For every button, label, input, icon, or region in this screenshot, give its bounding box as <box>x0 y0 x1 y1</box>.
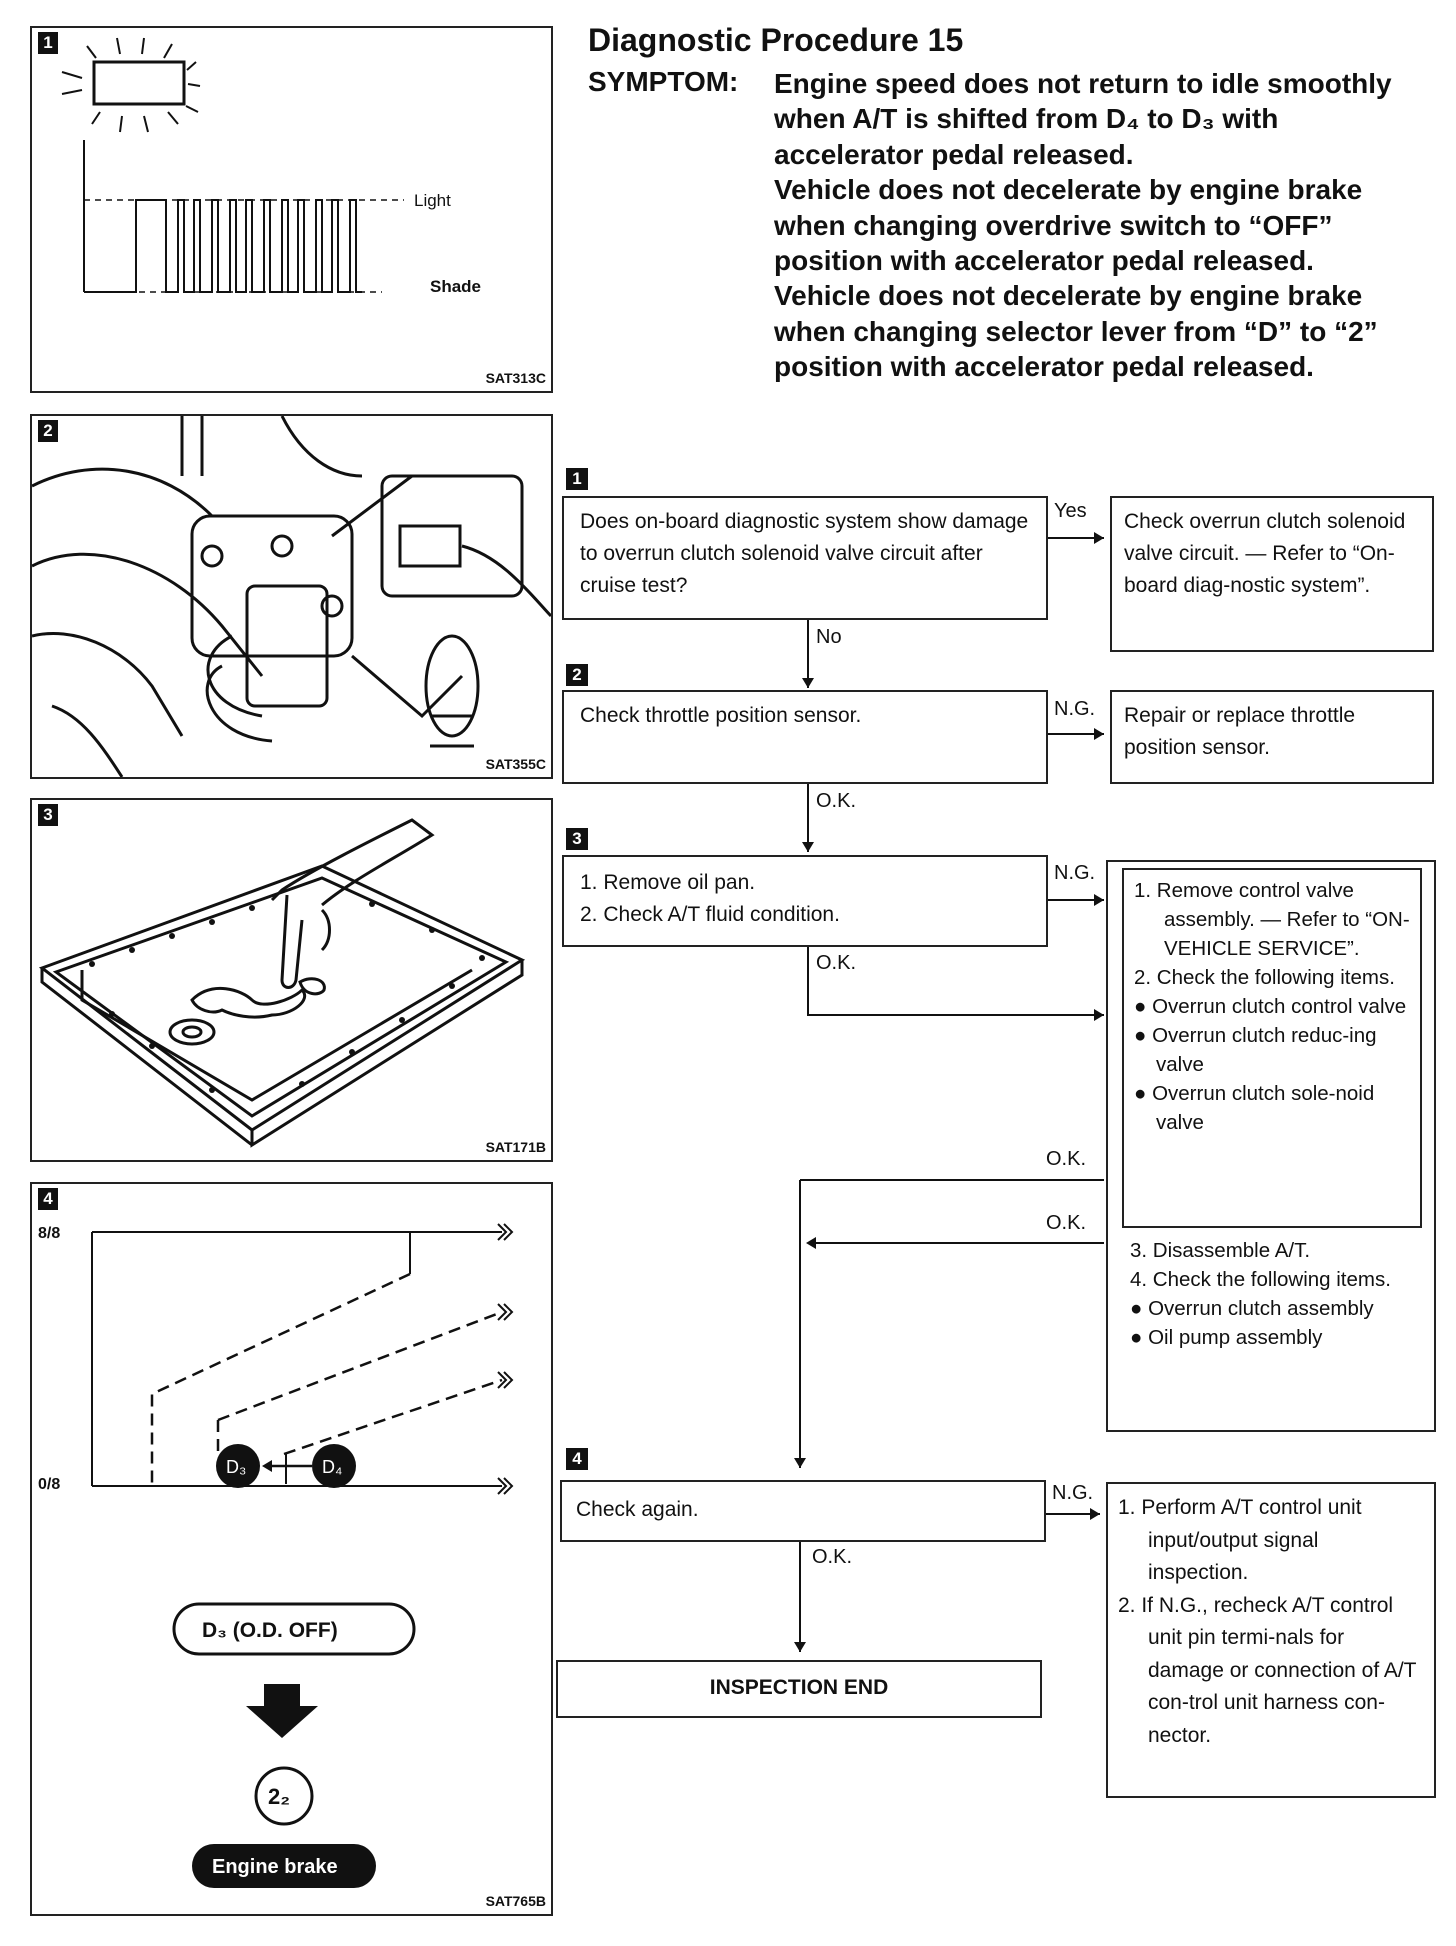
step-3-badge: 3 <box>566 828 588 850</box>
symptom-list: Engine speed does not return to idle smo… <box>774 66 1414 385</box>
figure-3-code: SAT171B <box>485 1139 546 1155</box>
step-3-inner-item-2: 2. Check the following items. <box>1134 966 1395 989</box>
figure-2-code: SAT355C <box>485 756 546 772</box>
symptom-3: Vehicle does not decelerate by engine br… <box>774 280 1378 383</box>
d3-od-off-label: D₃ (O.D. OFF) <box>202 1619 338 1642</box>
step-3-question-line-1: 1. Remove oil pan. <box>580 871 756 894</box>
figure-4-code: SAT765B <box>485 1893 546 1909</box>
step-3-outer-ok-label: O.K. <box>1046 1212 1087 1234</box>
figure-3-number: 3 <box>38 804 58 826</box>
step-3-inner-item-5: ● Overrun clutch sole-noid valve <box>1134 1082 1375 1134</box>
step-4-question-box: Check again. <box>560 1480 1046 1542</box>
shade-label: Shade <box>430 277 481 296</box>
throttle-sensor-illustration <box>32 416 551 777</box>
figure-1-number: 1 <box>38 32 58 54</box>
step-3-question-line-2: 2. Check A/T fluid condition. <box>580 903 840 926</box>
step-3-ok-label: O.K. <box>816 952 857 974</box>
engine-brake-label: Engine brake <box>212 1856 338 1878</box>
symptom-1: Engine speed does not return to idle smo… <box>774 68 1392 170</box>
figure-4-number: 4 <box>38 1188 58 1210</box>
figure-4-panel: 4 8/8 0/8 D₃ D₄ D₃ (O.D. OFF <box>30 1182 553 1916</box>
step-3-outer-box <box>1106 860 1436 1432</box>
two-label: 2₂ <box>268 1784 290 1809</box>
d3-label: D₃ <box>226 1457 246 1477</box>
inspection-end-label: INSPECTION END <box>709 1676 889 1699</box>
step-4-ok-label: O.K. <box>812 1546 853 1568</box>
figure-3-panel: 3 SAT171B <box>30 798 553 1162</box>
step-3-question-box: 1. Remove oil pan. 2. Check A/T fluid co… <box>562 855 1048 947</box>
step-3-outer-items: 3. Disassemble A/T. 4. Check the followi… <box>1130 1236 1426 1352</box>
step-2-badge: 2 <box>566 664 588 686</box>
step-3-outer-item-2: 4. Check the following items. <box>1130 1268 1391 1291</box>
step-1-yes-label: Yes <box>1054 500 1087 522</box>
light-label: Light <box>414 191 451 210</box>
throttle-bottom-label: 0/8 <box>38 1476 60 1493</box>
page-title: Diagnostic Procedure 15 <box>588 22 964 58</box>
step-3-inner-item-3: ● Overrun clutch control valve <box>1134 995 1407 1018</box>
step-3-inner-ok-label: O.K. <box>1046 1148 1087 1170</box>
step-3-ng-label: N.G. <box>1054 862 1096 884</box>
step-4-action-item-2: 2. If N.G., recheck A/T control unit pin… <box>1118 1593 1417 1747</box>
step-1-question: Does on-board diagnostic system show dam… <box>580 510 1029 597</box>
step-3-inner-box: 1. Remove control valve assembly. — Refe… <box>1122 868 1422 1228</box>
figure-1-panel: 1 Light Shade SAT313C <box>30 26 553 393</box>
d4-label: D₄ <box>322 1457 342 1477</box>
step-2-question-box: Check throttle position sensor. <box>562 690 1048 784</box>
step-2-ng-label: N.G. <box>1054 698 1096 720</box>
figure-2-panel: 2 SAT355C <box>30 414 553 779</box>
step-4-ng-label: N.G. <box>1052 1482 1094 1504</box>
throttle-top-label: 8/8 <box>38 1225 60 1242</box>
step-3-outer-item-3: ● Overrun clutch assembly <box>1130 1297 1374 1320</box>
step-3-inner-item-1: 1. Remove control valve assembly. — Refe… <box>1134 879 1410 960</box>
figure-2-number: 2 <box>38 420 58 442</box>
step-2-question: Check throttle position sensor. <box>580 704 862 727</box>
inspection-end-box: INSPECTION END <box>556 1660 1042 1718</box>
step-2-ok-label: O.K. <box>816 790 857 812</box>
step-4-badge: 4 <box>566 1448 588 1470</box>
light-shade-signal-diagram: Light Shade <box>61 37 481 296</box>
step-1-action-box: Check overrun clutch solenoid valve circ… <box>1110 496 1434 652</box>
step-3-outer-item-1: 3. Disassemble A/T. <box>1130 1239 1311 1262</box>
oil-pan-illustration <box>38 818 526 1148</box>
step-1-question-box: Does on-board diagnostic system show dam… <box>562 496 1048 620</box>
step-4-action-item-1: 1. Perform A/T control unit input/output… <box>1118 1496 1362 1584</box>
symptom-label: SYMPTOM: <box>588 66 739 97</box>
step-1-badge: 1 <box>566 468 588 490</box>
step-4-action-box: 1. Perform A/T control unit input/output… <box>1106 1482 1436 1798</box>
throttle-opening-diagram: 8/8 0/8 D₃ D₄ D₃ (O.D. OFF) <box>38 1223 514 1888</box>
symptom-2: Vehicle does not decelerate by engine br… <box>774 174 1363 277</box>
step-1-no-label: No <box>816 626 842 648</box>
step-3-outer-item-4: ● Oil pump assembly <box>1130 1326 1323 1349</box>
step-4-question: Check again. <box>576 1498 699 1521</box>
step-1-action: Check overrun clutch solenoid valve circ… <box>1124 510 1406 597</box>
step-2-action-box: Repair or replace throttle position sens… <box>1110 690 1434 784</box>
figure-1-code: SAT313C <box>485 370 546 386</box>
step-3-inner-item-4: ● Overrun clutch reduc-ing valve <box>1134 1024 1377 1076</box>
step-2-action: Repair or replace throttle position sens… <box>1124 704 1356 759</box>
